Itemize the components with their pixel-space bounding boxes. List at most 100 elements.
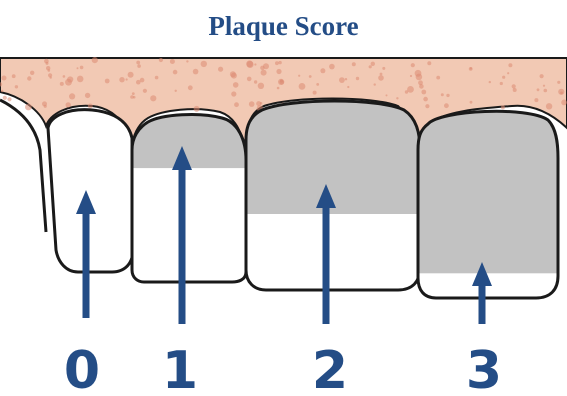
gum-speckle bbox=[502, 76, 505, 79]
gum-speckle bbox=[143, 89, 147, 93]
gum-speckle bbox=[27, 76, 31, 80]
gum-speckle bbox=[69, 93, 75, 99]
gum-speckle bbox=[85, 93, 90, 98]
tooth-1 bbox=[128, 112, 250, 282]
gum-speckle bbox=[316, 83, 319, 86]
gum-speckle bbox=[140, 78, 145, 83]
gum-speckle bbox=[537, 88, 540, 91]
gum-speckle bbox=[407, 86, 414, 93]
gum-speckle bbox=[275, 61, 279, 65]
gum-speckle bbox=[193, 69, 199, 75]
gum-speckle bbox=[3, 96, 7, 100]
gum-speckle bbox=[513, 88, 517, 92]
gum-speckle bbox=[423, 97, 428, 102]
gum-speckle bbox=[77, 76, 84, 83]
score-label-2: 2 bbox=[312, 341, 348, 396]
gum-speckle bbox=[254, 63, 256, 65]
gum-speckle bbox=[470, 101, 473, 104]
gum-speckle bbox=[201, 61, 207, 67]
gum-speckle bbox=[421, 90, 426, 95]
gum-speckle bbox=[233, 82, 239, 88]
gum-speckle bbox=[67, 76, 73, 82]
gum-speckle bbox=[92, 57, 98, 63]
gum-speckle bbox=[508, 63, 512, 67]
gum-speckle bbox=[425, 104, 429, 108]
gum-speckle bbox=[260, 66, 264, 70]
gum-speckle bbox=[15, 85, 18, 88]
gum-speckle bbox=[534, 98, 538, 102]
gum-speckle bbox=[25, 104, 32, 111]
tooth-3 bbox=[414, 108, 562, 298]
gum-speckle bbox=[30, 71, 34, 75]
gum-speckle bbox=[436, 76, 440, 80]
gum-speckle bbox=[186, 60, 188, 62]
gum-speckle bbox=[48, 69, 51, 72]
gum-speckle bbox=[299, 83, 306, 90]
gum-speckle bbox=[298, 75, 300, 77]
gum-speckle bbox=[66, 102, 71, 107]
tooth-0 bbox=[48, 110, 133, 272]
gum-speckle bbox=[249, 101, 255, 107]
gum-speckle bbox=[50, 76, 52, 78]
gum-speckle bbox=[77, 67, 79, 69]
gum-speckle bbox=[374, 83, 376, 85]
gum-speckle bbox=[469, 67, 473, 71]
gum-speckle bbox=[231, 91, 236, 96]
gum-speckle bbox=[261, 70, 267, 76]
gum-speckle bbox=[194, 106, 200, 112]
gum-speckle bbox=[155, 76, 159, 80]
gum-speckle bbox=[254, 80, 257, 83]
gum-speckle bbox=[396, 97, 398, 99]
gum-speckle bbox=[80, 66, 84, 70]
gum-speckle bbox=[132, 92, 135, 95]
gum-speckle bbox=[444, 103, 449, 108]
gum-speckle bbox=[329, 64, 335, 70]
gum-speckle bbox=[276, 69, 281, 74]
gum-speckle bbox=[313, 91, 317, 95]
gum-speckle bbox=[119, 77, 124, 82]
gum-speckle bbox=[352, 62, 356, 66]
gum-speckle bbox=[231, 73, 237, 79]
gum-speckle bbox=[258, 83, 264, 89]
gum-speckle bbox=[279, 80, 284, 85]
gum-speckle bbox=[188, 85, 193, 90]
gum-speckle bbox=[345, 78, 347, 80]
gum-speckle bbox=[60, 82, 64, 86]
gum-speckle bbox=[446, 94, 449, 97]
tooth-2 bbox=[242, 100, 424, 290]
gum-speckle bbox=[380, 73, 383, 76]
gum-speckle bbox=[386, 94, 388, 96]
gum-speckle bbox=[277, 87, 280, 90]
gum-speckle bbox=[63, 75, 66, 78]
gum-speckle bbox=[105, 79, 110, 84]
gum-speckle bbox=[371, 62, 375, 66]
gum-speckle bbox=[540, 74, 544, 78]
gum-speckle bbox=[419, 84, 424, 89]
gum-speckle bbox=[320, 68, 325, 73]
gum-speckle bbox=[512, 84, 516, 88]
gum-speckle bbox=[1, 90, 3, 92]
gum-speckle bbox=[170, 59, 175, 64]
gum-speckle bbox=[260, 102, 263, 105]
score-label-1: 1 bbox=[162, 341, 198, 396]
gum-speckle bbox=[339, 77, 345, 83]
gum-speckle bbox=[136, 61, 140, 65]
gum-speckle bbox=[128, 72, 134, 78]
gum-speckle bbox=[557, 81, 560, 84]
gum-speckle bbox=[150, 95, 156, 101]
gum-speckle bbox=[2, 76, 7, 81]
gum-speckle bbox=[173, 70, 178, 75]
gum-speckle bbox=[356, 77, 359, 80]
gum-speckle bbox=[159, 58, 163, 62]
gum-speckle bbox=[560, 92, 563, 95]
gum-speckle bbox=[501, 105, 505, 109]
gum-speckle bbox=[489, 81, 491, 83]
gum-speckle bbox=[130, 95, 134, 99]
gum-speckle bbox=[416, 74, 423, 81]
gum-speckle bbox=[234, 102, 239, 107]
tooth-3-plaque bbox=[414, 108, 562, 273]
gum-speckle bbox=[441, 93, 444, 96]
gum-speckle bbox=[137, 64, 141, 68]
gum-speckle bbox=[88, 104, 93, 109]
